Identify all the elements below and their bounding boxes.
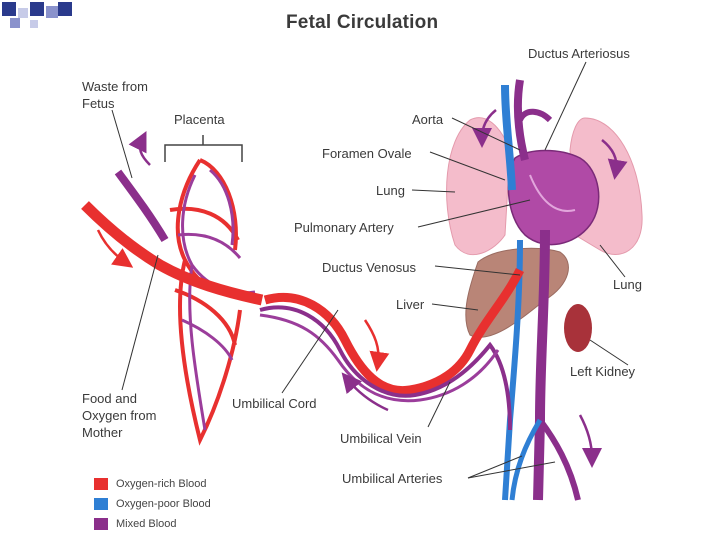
label-waste-from-fetus: Waste from Fetus xyxy=(82,79,148,111)
waste-vessel xyxy=(114,169,169,243)
legend-label: Oxygen-rich Blood xyxy=(116,478,207,490)
label-pulmonary-artery: Pulmonary Artery xyxy=(294,220,394,235)
legend: Oxygen-rich Blood Oxygen-poor Blood Mixe… xyxy=(94,474,211,534)
aorta-vessel xyxy=(513,79,529,161)
corner-logo-squares xyxy=(0,0,80,40)
label-liver: Liver xyxy=(396,297,425,312)
legend-swatch xyxy=(94,498,108,510)
umbilical-artery-vessel xyxy=(259,305,512,431)
lung-left-shape xyxy=(446,117,511,256)
legend-item-oxygen-poor: Oxygen-poor Blood xyxy=(94,494,211,514)
label-lung-right: Lung xyxy=(613,277,642,292)
diagram-title: Fetal Circulation xyxy=(286,12,439,33)
legend-swatch xyxy=(94,518,108,530)
umbilical-vein-vessel xyxy=(263,267,525,396)
leader-lines xyxy=(111,61,629,479)
legend-label: Oxygen-poor Blood xyxy=(116,498,211,510)
label-umbilical-vein: Umbilical Vein xyxy=(340,431,422,446)
label-ductus-venosus: Ductus Venosus xyxy=(322,260,416,275)
label-lung-left: Lung xyxy=(376,183,405,198)
label-placenta: Placenta xyxy=(174,112,225,127)
label-food-and-oxygen: Food and Oxygen from Mother xyxy=(82,391,157,440)
label-umbilical-cord: Umbilical Cord xyxy=(232,396,317,411)
legend-item-mixed: Mixed Blood xyxy=(94,514,211,534)
label-umbilical-arteries: Umbilical Arteries xyxy=(342,471,443,486)
legend-item-oxygen-rich: Oxygen-rich Blood xyxy=(94,474,211,494)
legend-swatch xyxy=(94,478,108,490)
label-aorta: Aorta xyxy=(412,112,444,127)
kidney-shape xyxy=(564,304,592,352)
placenta-vessels xyxy=(169,158,251,446)
food-oxygen-vessel xyxy=(81,201,264,306)
label-ductus-arteriosus: Ductus Arteriosus xyxy=(528,46,630,61)
heart-shape xyxy=(507,149,600,246)
label-left-kidney: Left Kidney xyxy=(570,364,636,379)
label-foramen-ovale: Foramen Ovale xyxy=(322,146,412,161)
legend-label: Mixed Blood xyxy=(116,518,177,530)
